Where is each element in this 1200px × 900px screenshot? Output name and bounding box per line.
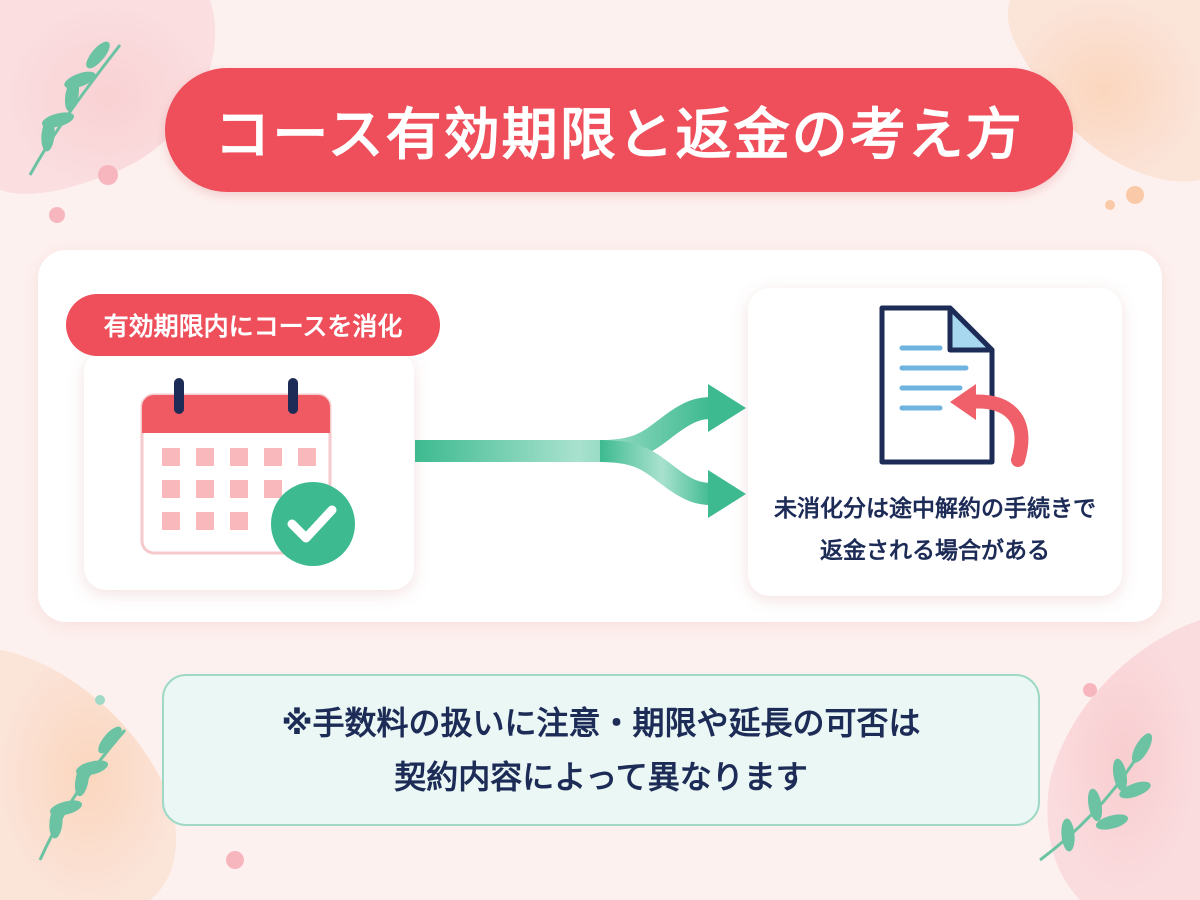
blob-bottom-right <box>1047 620 1200 900</box>
refund-line: 返金される場合がある <box>820 538 1050 564</box>
blob-top-right <box>1007 0 1200 182</box>
note-line: ※手数料の扱いに注意・期限や延長の可否は <box>281 704 921 742</box>
leaf-sprig-icon <box>28 41 122 176</box>
refund-description: 未消化分は途中解約の手続きで 返金される場合がある <box>748 488 1122 572</box>
calendar-check-icon <box>140 378 355 566</box>
note-box: ※手数料の扱いに注意・期限や延長の可否は 契約内容によって異なります <box>162 674 1040 826</box>
leaf-sprig-icon <box>1039 733 1153 862</box>
leaf-sprig-icon <box>38 726 127 861</box>
page-title: コース有効期限と返金の考え方 <box>165 68 1073 192</box>
note-line: 契約内容によって異なります <box>394 758 808 796</box>
blob-top-left <box>0 0 216 194</box>
document-return-icon <box>879 305 1029 467</box>
branch-arrow-icon <box>415 384 746 518</box>
left-label: 有効期限内にコースを消化 <box>66 294 440 356</box>
refund-line: 未消化分は途中解約の手続きで <box>774 496 1096 522</box>
